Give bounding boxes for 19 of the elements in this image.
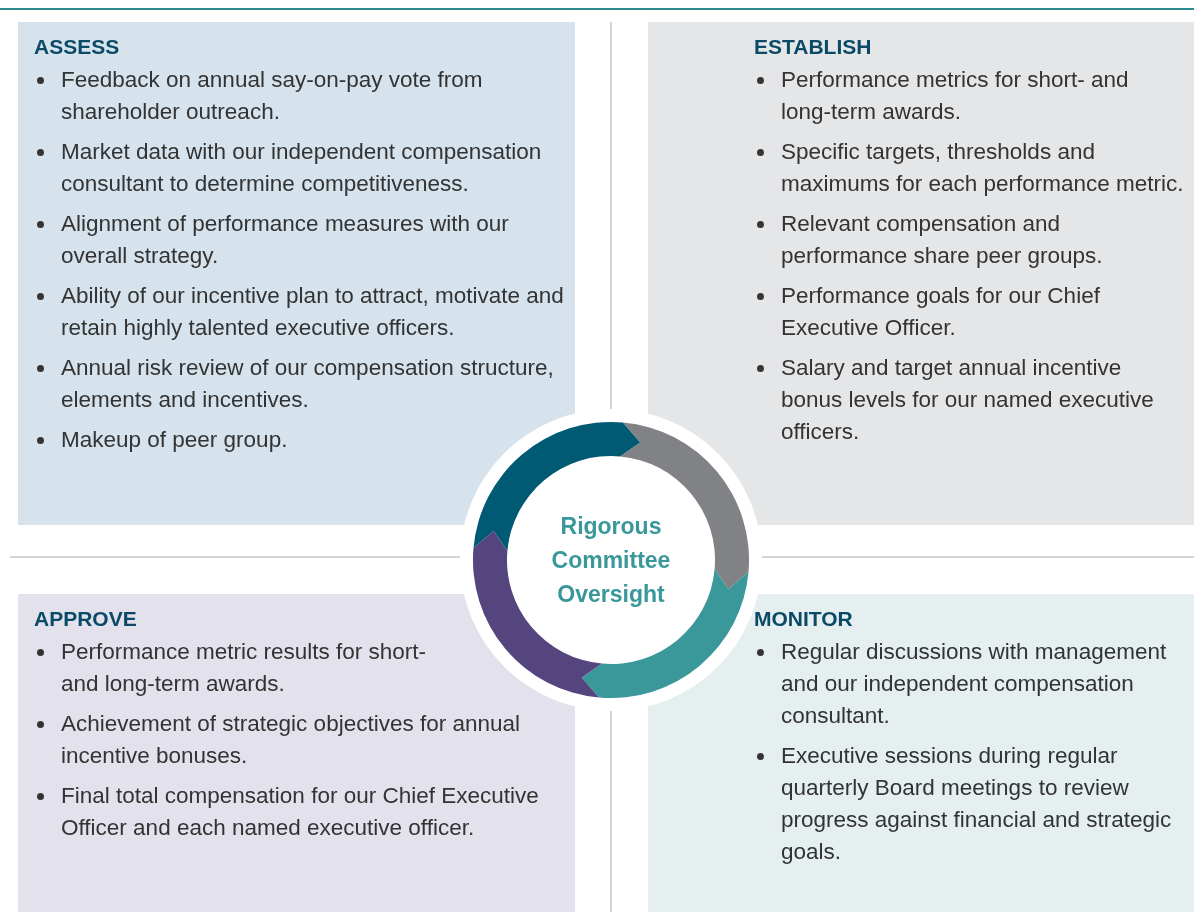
bullet-item: Market data with our independent compensation consultant to determine competitiveness. [34,136,565,200]
bullet-item: Alignment of performance measures with our overall strategy. [34,208,565,272]
bullet-item: Ability of our incentive plan to attract, motivate and retain highly talented executive officers. [34,280,565,344]
bullet-item: Relevant compensation and performance share peer groups. [754,208,1184,272]
panel-heading: ASSESS [34,34,120,60]
bullet-item: Final total compensation for our Chief Executive Officer and each named executive officer. [34,780,565,844]
bullet-item: Specific targets, thresholds and maximums for each performance metric. [754,136,1184,200]
bullet-item: Performance metric results for short- and long-term awards. [34,636,451,700]
bullet-item: Performance goals for our Chief Executive Officer. [754,280,1184,344]
panel-heading: APPROVE [34,606,137,632]
panel-heading: MONITOR [754,606,853,632]
bullet-item: Annual risk review of our compensation structure, elements and incentives. [34,352,565,416]
bullet-item: Executive sessions during regular quarterly Board meetings to review progress against financial and strategic goals. [754,740,1184,868]
bullet-item: Feedback on annual say-on-pay vote from shareholder outreach. [34,64,565,128]
center-label: Rigorous Committee Oversight [550,512,672,609]
bullet-item: Performance metrics for short- and long-term awards. [754,64,1184,128]
bullet-item: Salary and target annual incentive bonus levels for our named executive officers. [754,352,1184,448]
bullet-item: Achievement of strategic objectives for annual incentive bonuses. [34,708,565,772]
panel-heading: ESTABLISH [754,34,872,60]
